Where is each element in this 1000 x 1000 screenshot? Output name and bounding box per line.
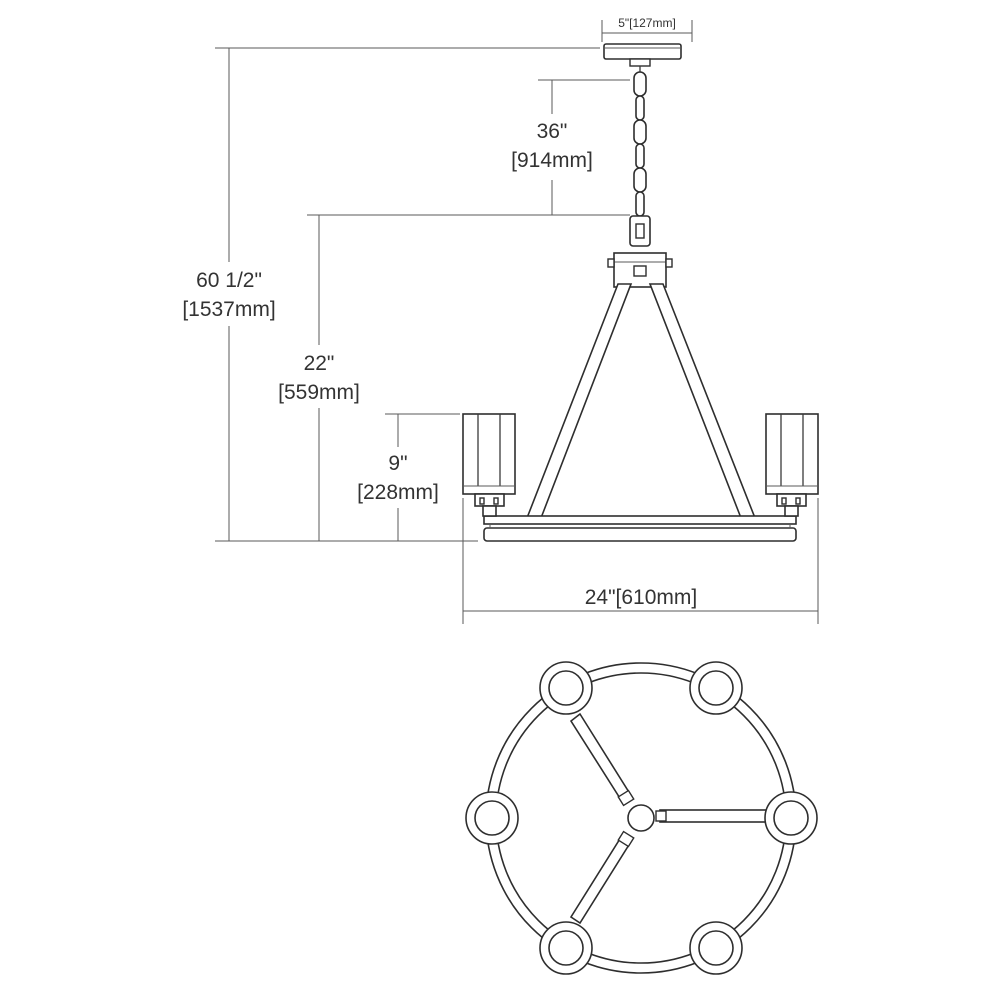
overall-height-dimension: 60 1/2" [1537mm] bbox=[182, 47, 600, 542]
chain bbox=[633, 66, 647, 217]
fixture-height-mm: [559mm] bbox=[278, 381, 360, 404]
arms bbox=[525, 283, 757, 519]
shade-height-inches: 9" bbox=[388, 452, 407, 475]
ring-side bbox=[483, 515, 797, 542]
overall-height-inches: 60 1/2" bbox=[196, 269, 262, 292]
chain-length-dimension: 36" [914mm] bbox=[511, 79, 630, 215]
chain-length-inches: 36" bbox=[537, 120, 568, 143]
canopy bbox=[603, 43, 682, 67]
light-cup-top-right bbox=[689, 661, 743, 715]
shade-height-mm: [228mm] bbox=[357, 481, 439, 504]
width-label: 24"[610mm] bbox=[585, 586, 698, 609]
spokes bbox=[569, 712, 773, 925]
light-cup-right bbox=[764, 791, 818, 845]
overall-height-mm: [1537mm] bbox=[182, 298, 275, 321]
left-shade bbox=[462, 413, 516, 517]
chain-length-mm: [914mm] bbox=[511, 149, 593, 172]
shade-height-dimension: 9" [228mm] bbox=[357, 413, 460, 541]
width-dimension: 24"[610mm] bbox=[462, 498, 819, 624]
light-cup-top-left bbox=[539, 661, 593, 715]
top-view bbox=[465, 661, 818, 975]
side-view: 5"[127mm] bbox=[182, 16, 819, 624]
fixture-height-dimension: 22" [559mm] bbox=[278, 214, 630, 541]
canopy-width-label: 5"[127mm] bbox=[618, 16, 676, 30]
light-cup-left bbox=[465, 791, 519, 845]
hub bbox=[607, 215, 673, 288]
right-shade bbox=[765, 413, 819, 517]
light-cup-bottom-left bbox=[539, 921, 593, 975]
center-hub bbox=[627, 804, 655, 832]
canopy-width-dimension: 5"[127mm] bbox=[601, 16, 693, 42]
fixture-height-inches: 22" bbox=[304, 352, 335, 375]
light-cup-bottom-right bbox=[689, 921, 743, 975]
